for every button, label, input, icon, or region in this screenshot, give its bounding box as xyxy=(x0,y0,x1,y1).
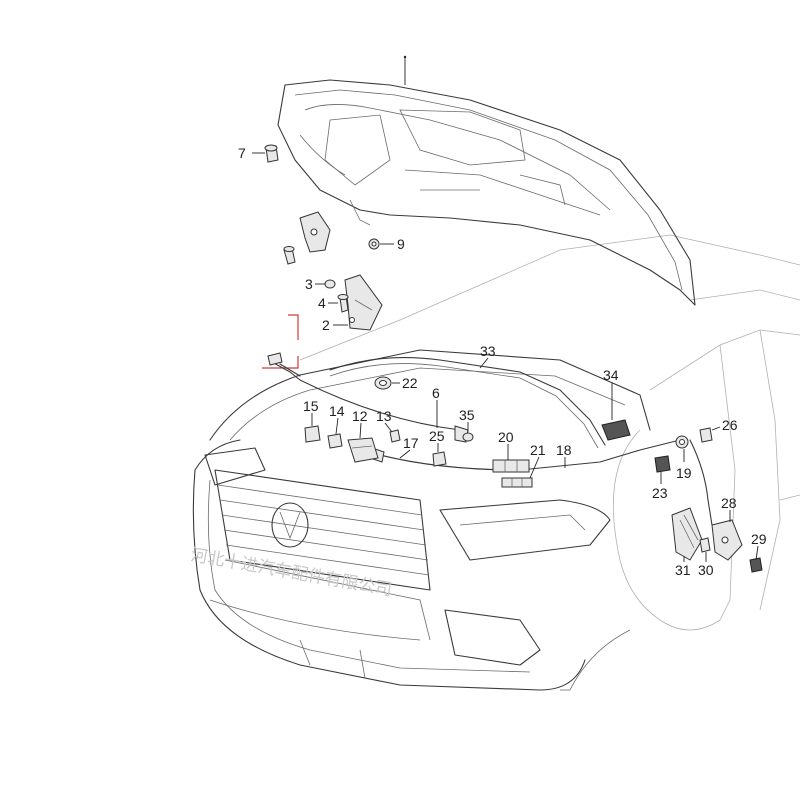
hood-hinge-assembly xyxy=(299,211,383,331)
callout-35: 35 xyxy=(459,407,475,423)
callout-7: 7 xyxy=(238,145,246,161)
bracket-28 xyxy=(689,439,743,561)
grommet-22 xyxy=(374,376,392,390)
front-grille xyxy=(214,469,431,591)
fog-light-right xyxy=(444,609,541,666)
callout-29: 29 xyxy=(751,531,767,547)
grommet-9 xyxy=(368,238,380,250)
callout-28: 28 xyxy=(721,495,737,511)
release-lever-31 xyxy=(671,507,703,561)
red-marker xyxy=(262,314,299,369)
callout-6: 6 xyxy=(432,385,440,401)
callout-25: 25 xyxy=(429,428,445,444)
clip-29 xyxy=(749,557,763,573)
callout-3: 3 xyxy=(305,276,313,292)
callout-18: 18 xyxy=(556,442,572,458)
callout-22: 22 xyxy=(402,375,418,391)
bolt-4 xyxy=(337,294,349,313)
rubber-buffer-34 xyxy=(601,419,631,441)
screw-30 xyxy=(699,537,711,553)
clip-20 xyxy=(492,459,530,473)
cap-35 xyxy=(462,432,474,442)
callout-23: 23 xyxy=(652,485,668,501)
clip-26 xyxy=(699,427,713,443)
callout-19: 19 xyxy=(676,465,692,481)
nut-3 xyxy=(324,279,336,289)
bolt-small xyxy=(283,246,296,265)
callout-15: 15 xyxy=(303,398,319,414)
callout-21: 21 xyxy=(530,442,546,458)
hood-seal-strip xyxy=(329,357,606,449)
callout-14: 14 xyxy=(329,403,345,419)
callout-20: 20 xyxy=(498,429,514,445)
watermark-text: 河北十进汽车配件有限公司 xyxy=(189,545,393,600)
lock-module xyxy=(304,425,447,467)
callout-4: 4 xyxy=(318,295,326,311)
callout-31: 31 xyxy=(675,562,691,578)
clip-21 xyxy=(501,477,533,488)
clip-23 xyxy=(654,455,671,473)
callout-13: 13 xyxy=(376,408,392,424)
callout-34: 34 xyxy=(603,367,619,383)
callout-26: 26 xyxy=(722,417,738,433)
callout-labels: 7 9 3 4 2 33 22 6 35 34 15 14 12 13 25 1… xyxy=(238,145,767,578)
callout-30: 30 xyxy=(698,562,714,578)
bolt-7 xyxy=(264,144,279,163)
brand-emblem xyxy=(271,502,309,548)
cable-grommet-19 xyxy=(675,435,689,449)
hood-panel xyxy=(277,55,696,306)
callout-9: 9 xyxy=(397,236,405,252)
callout-2: 2 xyxy=(322,317,330,333)
callout-33: 33 xyxy=(480,343,496,359)
callout-17: 17 xyxy=(403,435,419,451)
callout-12: 12 xyxy=(352,408,368,424)
leader-lines xyxy=(252,152,759,562)
